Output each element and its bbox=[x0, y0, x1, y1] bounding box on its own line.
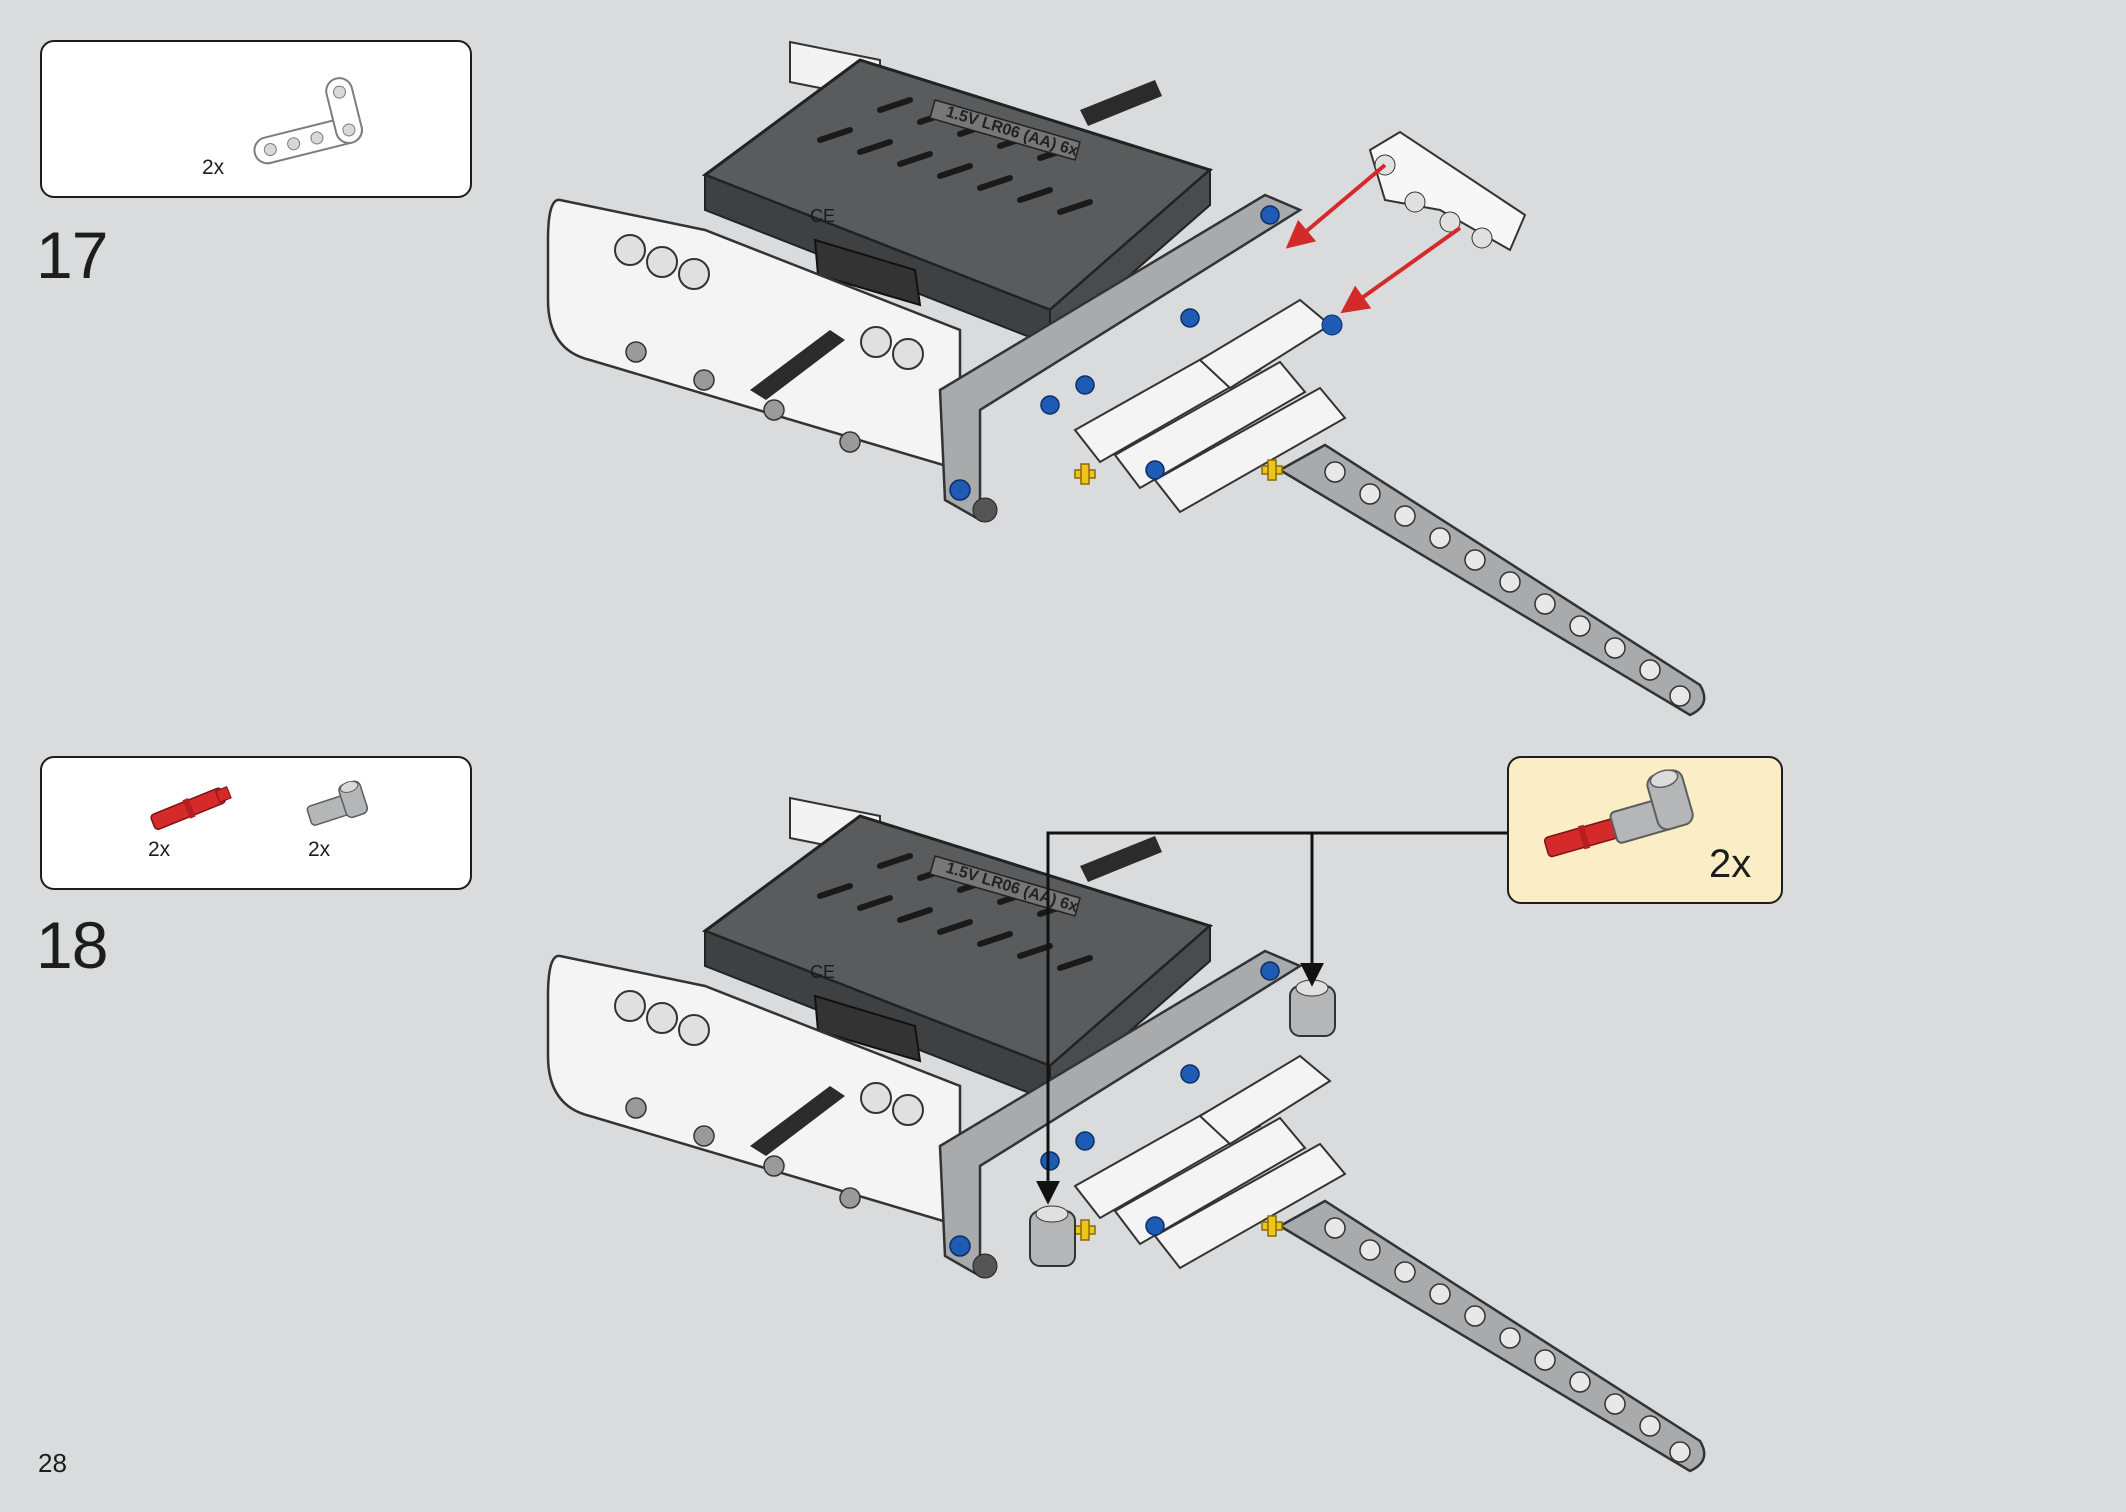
callout-subassembly: 2x bbox=[1507, 756, 1783, 904]
white-angled-beam-icon bbox=[253, 77, 363, 165]
step-18-model: 1.5V LR06 (AA) 6x CE bbox=[548, 798, 1704, 1471]
parts-box-step-17: 2x bbox=[40, 40, 472, 198]
step-17-model: 1.5V LR06 (AA) 6x CE bbox=[548, 42, 1704, 715]
step-number-18: 18 bbox=[36, 908, 108, 982]
step-number-17: 17 bbox=[36, 218, 108, 292]
grey-axle-connector-icon bbox=[306, 780, 369, 826]
callout-qty: 2x bbox=[1709, 842, 1752, 886]
part-qty: 2x bbox=[148, 838, 171, 861]
new-angled-beam bbox=[1321, 130, 1527, 336]
callout-connector-lines bbox=[1036, 831, 1507, 1205]
part-qty: 2x bbox=[308, 838, 331, 861]
page-number: 28 bbox=[38, 1448, 67, 1478]
ce-mark: CE bbox=[810, 962, 835, 982]
ce-mark: CE bbox=[810, 206, 835, 226]
part-qty: 2x bbox=[202, 156, 225, 179]
red-axle-pin-icon bbox=[150, 786, 232, 830]
parts-box-step-18: 2x 2x bbox=[40, 756, 472, 890]
assembly-arrows bbox=[1285, 163, 1462, 314]
red-pin-with-grey-connector-icon bbox=[1543, 769, 1694, 858]
